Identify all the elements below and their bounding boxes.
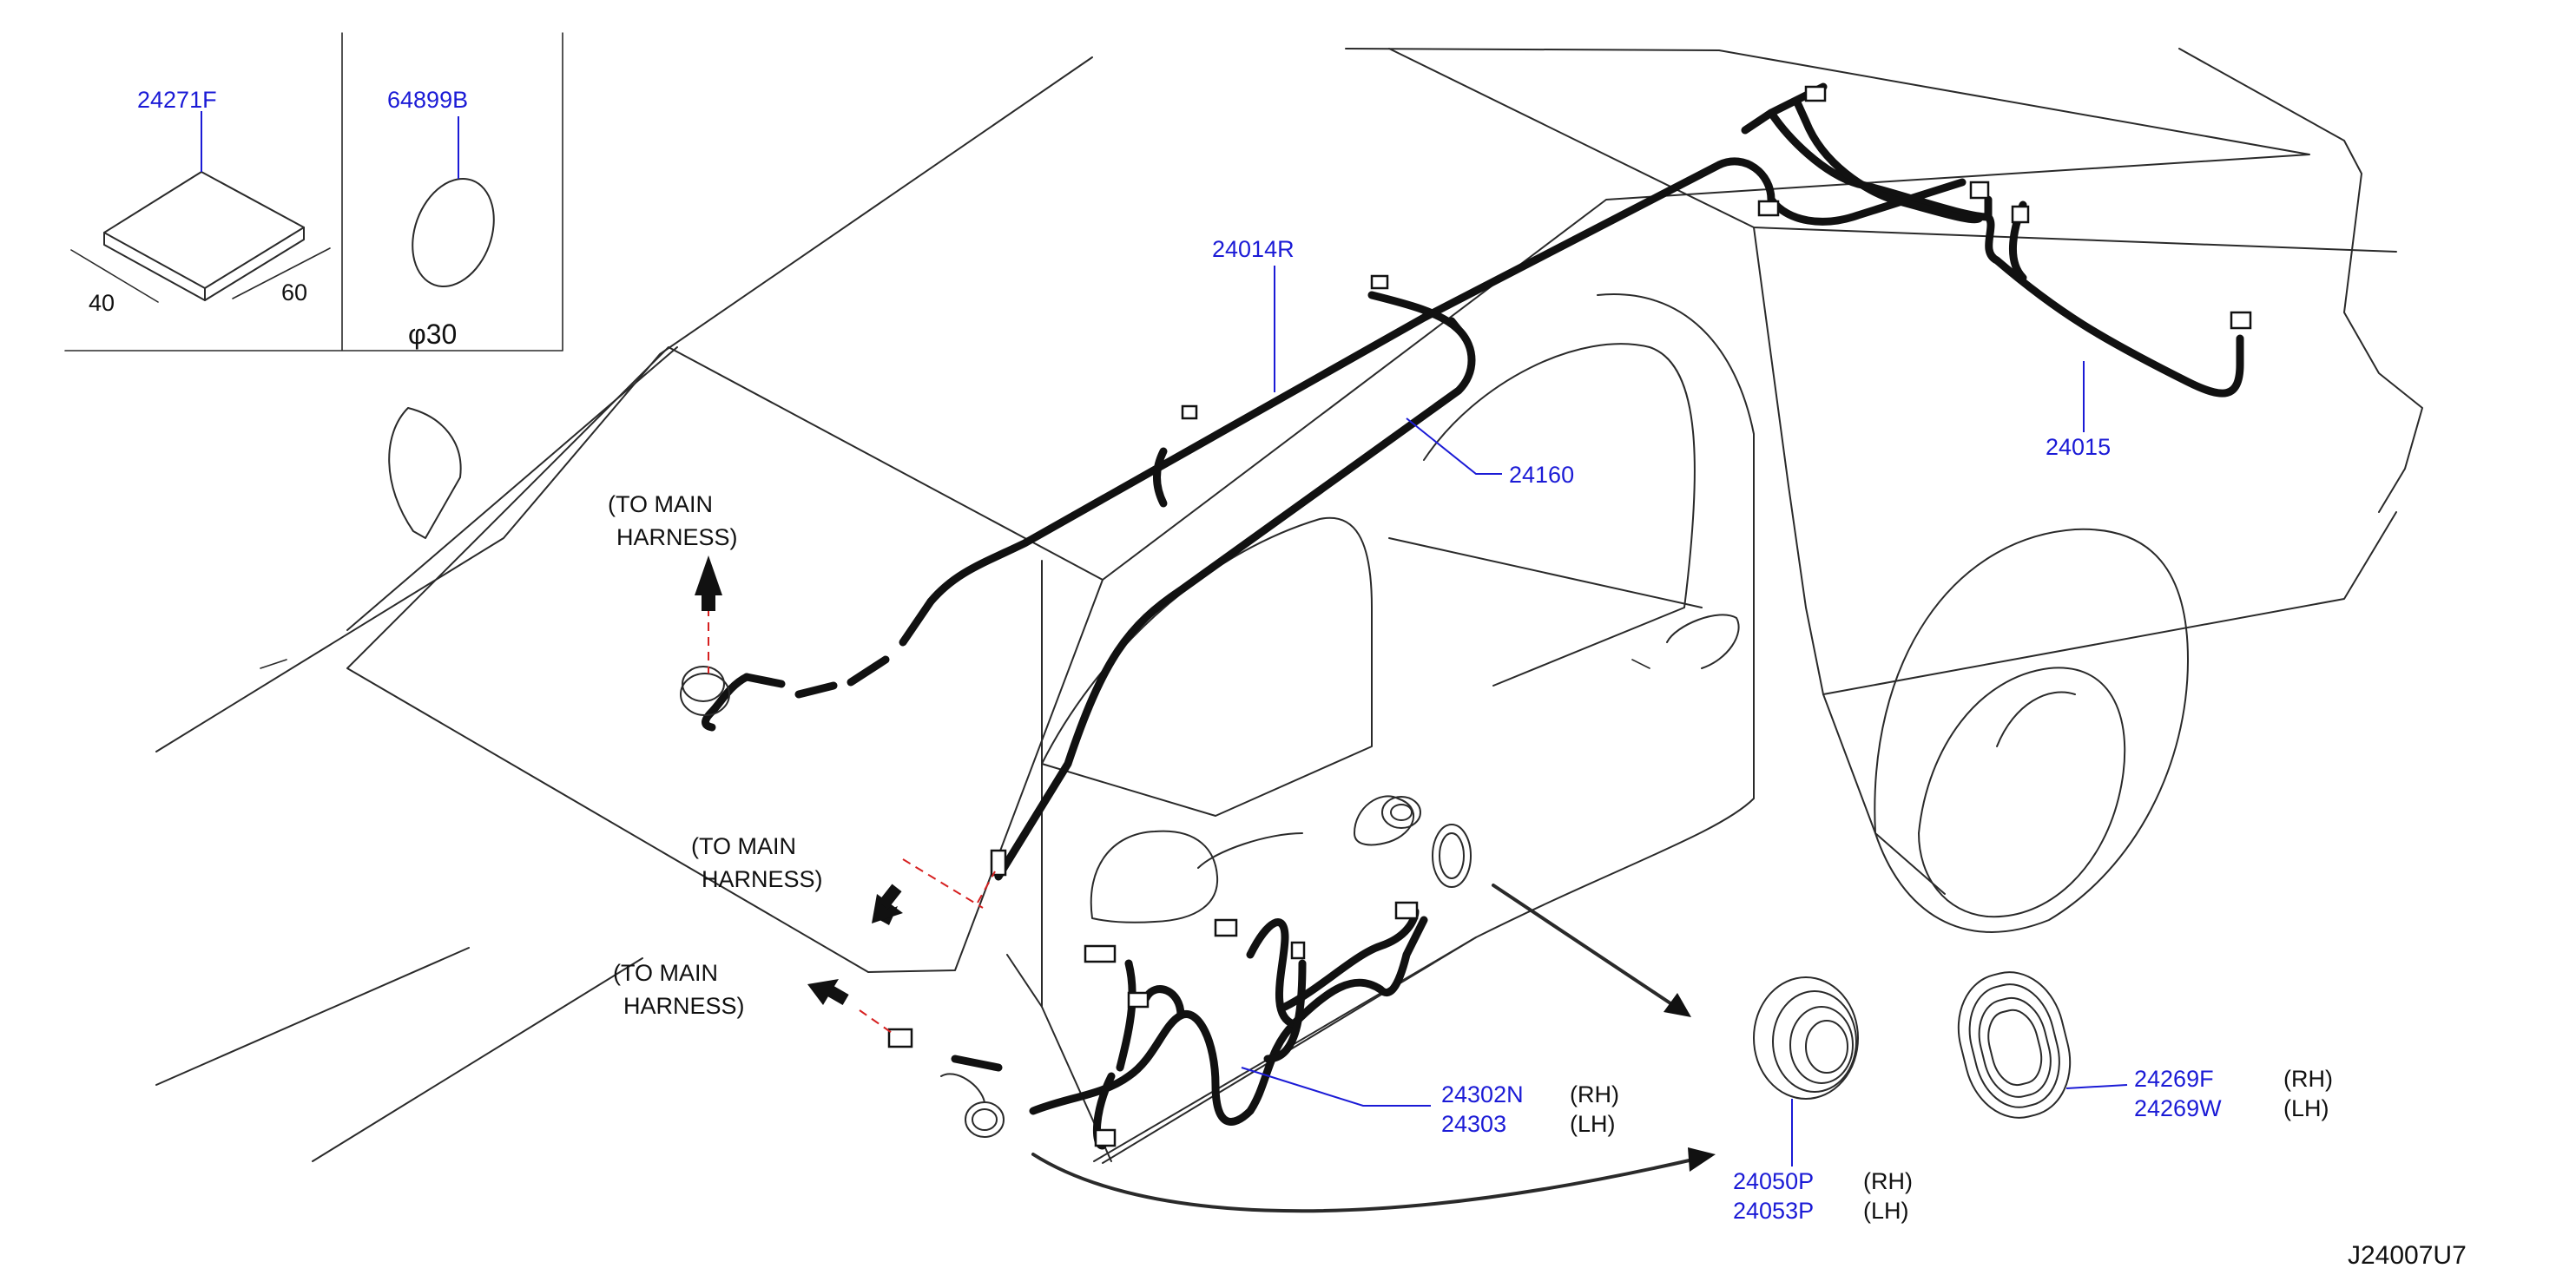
roof-clip-label: 24160 bbox=[1509, 462, 1574, 488]
door-harness-lh-label: 24303 bbox=[1441, 1111, 1506, 1137]
door-harness-lh-tag: (LH) bbox=[1570, 1111, 1616, 1137]
connector bbox=[1181, 404, 1198, 420]
connector bbox=[1290, 941, 1306, 960]
connector bbox=[1757, 200, 1780, 217]
harness-label-2: HARNESS) bbox=[702, 866, 823, 892]
body-grommet-lh-tag: (LH) bbox=[2283, 1095, 2329, 1121]
pad-dim-60: 60 bbox=[281, 279, 307, 306]
part-labels: 24014R 24160 24015 24302N (RH) 24303 (LH… bbox=[1212, 236, 2333, 1224]
inset-panel: 24271F 40 60 64899B φ30 bbox=[64, 32, 563, 352]
door-harness-rh-label: 24302N bbox=[1441, 1081, 1524, 1107]
to-main-labels: (TO MAIN HARNESS) (TO MAIN HARNESS) (TO … bbox=[608, 491, 823, 1019]
pad-part-label: 24271F bbox=[137, 87, 217, 113]
inset-grommet-drawing bbox=[412, 178, 495, 287]
detail-arrows bbox=[1031, 884, 1716, 1213]
connector bbox=[887, 1028, 913, 1048]
roof-harness bbox=[702, 82, 2244, 881]
pad-dim-40: 40 bbox=[89, 290, 115, 316]
body-grommet-rh-label: 24269F bbox=[2134, 1066, 2214, 1092]
rear-harness-label: 24015 bbox=[2046, 434, 2111, 460]
grommet-part-label: 64899B bbox=[387, 87, 468, 113]
vehicle-body bbox=[155, 48, 2423, 1164]
main-harness-leaders bbox=[708, 608, 996, 1035]
door-grommet-rh-tag: (RH) bbox=[1863, 1168, 1913, 1194]
body-grommets bbox=[680, 666, 1472, 1138]
connector bbox=[990, 849, 1007, 877]
pad-drawing bbox=[70, 111, 331, 303]
to-main-label-3: (TO MAIN bbox=[613, 960, 718, 986]
door-harness bbox=[951, 907, 1428, 1150]
connector bbox=[1804, 85, 1827, 102]
connector bbox=[2011, 205, 2030, 224]
connector bbox=[1394, 901, 1419, 920]
body-grommet-lh-label: 24269W bbox=[2134, 1095, 2222, 1121]
part-leaders bbox=[1241, 266, 2085, 1107]
connectors bbox=[887, 85, 2252, 1147]
body-grommet-detail bbox=[1957, 971, 2128, 1119]
to-main-label-2: (TO MAIN bbox=[691, 833, 796, 859]
connector bbox=[1214, 918, 1238, 937]
harness-label-3: HARNESS) bbox=[623, 993, 745, 1019]
door-harness-rh-tag: (RH) bbox=[1570, 1081, 1619, 1107]
door-grommet-rh-label: 24050P bbox=[1733, 1168, 1814, 1194]
grommet-diameter: φ30 bbox=[408, 319, 457, 350]
roof-harness-label: 24014R bbox=[1212, 236, 1295, 262]
main-harness-arrows bbox=[695, 555, 903, 1006]
connector bbox=[1127, 991, 1150, 1009]
connector bbox=[1084, 944, 1117, 963]
body-grommet-rh-tag: (RH) bbox=[2283, 1066, 2333, 1092]
door-grommet-lh-label: 24053P bbox=[1733, 1198, 1814, 1224]
harness-label-1: HARNESS) bbox=[616, 524, 738, 550]
diagram-code: J24007U7 bbox=[2348, 1241, 2467, 1270]
connector bbox=[1094, 1128, 1117, 1147]
connector bbox=[2230, 311, 2252, 330]
connector bbox=[1370, 274, 1389, 290]
connector bbox=[1969, 181, 1990, 200]
door-grommet-lh-tag: (LH) bbox=[1863, 1198, 1909, 1224]
to-main-label-1: (TO MAIN bbox=[608, 491, 713, 517]
door-grommet-detail bbox=[1753, 976, 1859, 1166]
